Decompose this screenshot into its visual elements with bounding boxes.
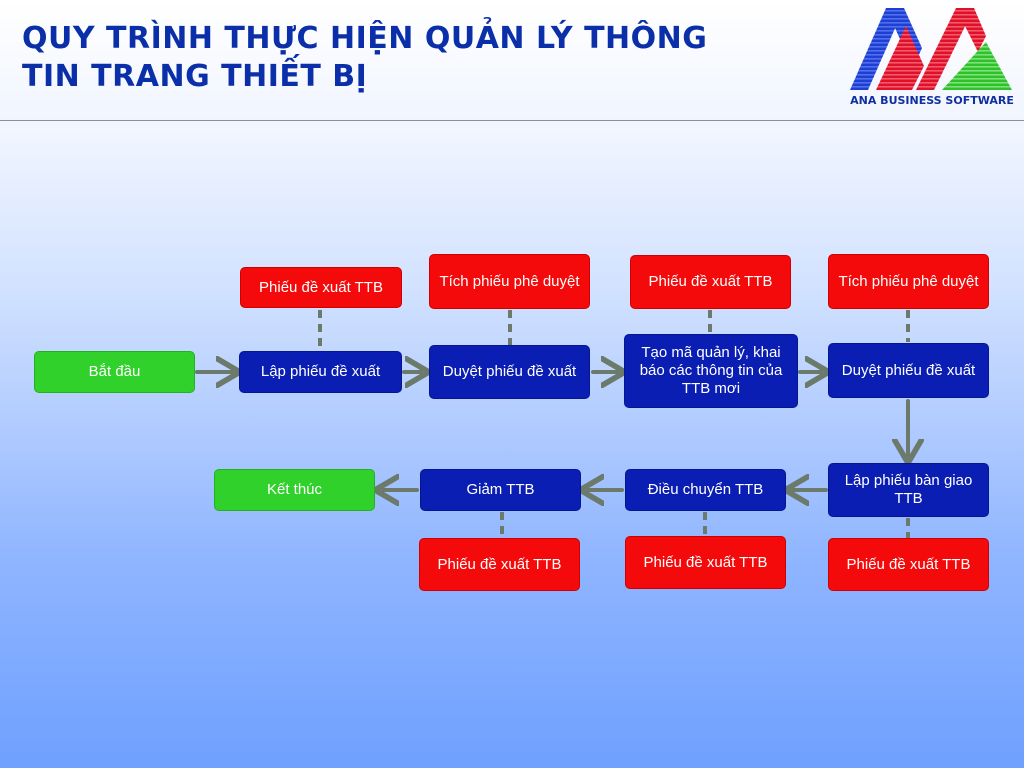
create-code-node: Tạo mã quản lý, khai báo các thông tin c… [624,334,798,408]
doc-create-proposal: Phiếu đề xuất TTB [240,267,402,308]
doc-reduce: Phiếu đề xuất TTB [419,538,580,591]
transfer-node: Điều chuyển TTB [625,469,786,511]
approve-proposal-node-1: Duyệt phiếu đề xuất [429,345,590,399]
doc-approve-2: Tích phiếu phê duyệt [828,254,989,309]
doc-transfer: Phiếu đề xuất TTB [625,536,786,589]
create-proposal-node: Lập phiếu đề xuất [239,351,402,393]
approve-proposal-node-2: Duyệt phiếu đề xuất [828,343,989,398]
create-handover-node: Lập phiếu bàn giao TTB [828,463,989,517]
company-logo: ANA BUSINESS SOFTWARE [846,6,1018,114]
title-line-1: QUY TRÌNH THỰC HIỆN QUẢN LÝ THÔNG [22,21,708,56]
page-title: QUY TRÌNH THỰC HIỆN QUẢN LÝ THÔNG TIN TR… [22,20,782,96]
logo-text: ANA BUSINESS SOFTWARE [850,94,1014,107]
doc-handover: Phiếu đề xuất TTB [828,538,989,591]
doc-create-code: Phiếu đề xuất TTB [630,255,791,309]
end-node: Kết thúc [214,469,375,511]
header: QUY TRÌNH THỰC HIỆN QUẢN LÝ THÔNG TIN TR… [0,0,1024,121]
doc-approve-1: Tích phiếu phê duyệt [429,254,590,309]
start-node: Bắt đầu [34,351,195,393]
logo-triangles-icon [850,8,1012,90]
reduce-node: Giảm TTB [420,469,581,511]
title-line-2: TIN TRANG THIẾT BỊ [22,59,368,94]
